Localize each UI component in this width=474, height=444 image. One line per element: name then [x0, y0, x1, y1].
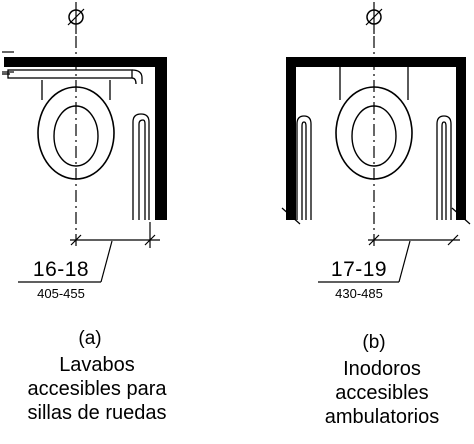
toilet-tank-a [41, 80, 111, 100]
dimension-line-b [318, 234, 460, 283]
toilet-bowl-a [37, 86, 115, 180]
back-wall-b [286, 57, 466, 67]
side-grab-bar-a [132, 113, 150, 220]
left-partition-b [286, 57, 296, 220]
panel-caption-a: Lavabos accesibles para sillas de ruedas [0, 353, 194, 425]
panel-letter-b: (b) [362, 332, 386, 353]
left-grab-bar-b [296, 115, 312, 220]
caption-line: sillas de ruedas [27, 402, 167, 424]
back-wall-a [4, 57, 167, 67]
side-wall-a [155, 57, 167, 220]
grab-bar-a [2, 69, 143, 85]
toilet-tank-b [339, 67, 409, 100]
caption-line: Inodoros [343, 358, 421, 380]
right-partition-b [456, 57, 466, 220]
caption-line: Lavabos [59, 354, 135, 376]
dimension-mm-a: 405-455 [37, 286, 85, 301]
caption-line: accesibles [335, 382, 429, 404]
caption-line: accesibles para [27, 378, 167, 400]
panel-a-drawing [2, 2, 167, 283]
centerline-symbol-icon [365, 2, 383, 34]
dimension-line-a [18, 222, 160, 283]
panel-caption-b: Inodoros accesibles ambulatorios [290, 357, 474, 429]
right-grab-bar-b [436, 115, 452, 220]
toilet-bowl-b [335, 86, 413, 180]
caption-line: ambulatorios [324, 406, 440, 428]
dimension-inches-b: 17-19 [330, 258, 388, 281]
dimension-mm-b: 430-485 [335, 286, 383, 301]
panel-letter-a: (a) [78, 328, 102, 349]
centerline-symbol-icon [67, 2, 85, 34]
panel-b-drawing [281, 2, 471, 283]
dimension-inches-a: 16-18 [32, 258, 90, 281]
